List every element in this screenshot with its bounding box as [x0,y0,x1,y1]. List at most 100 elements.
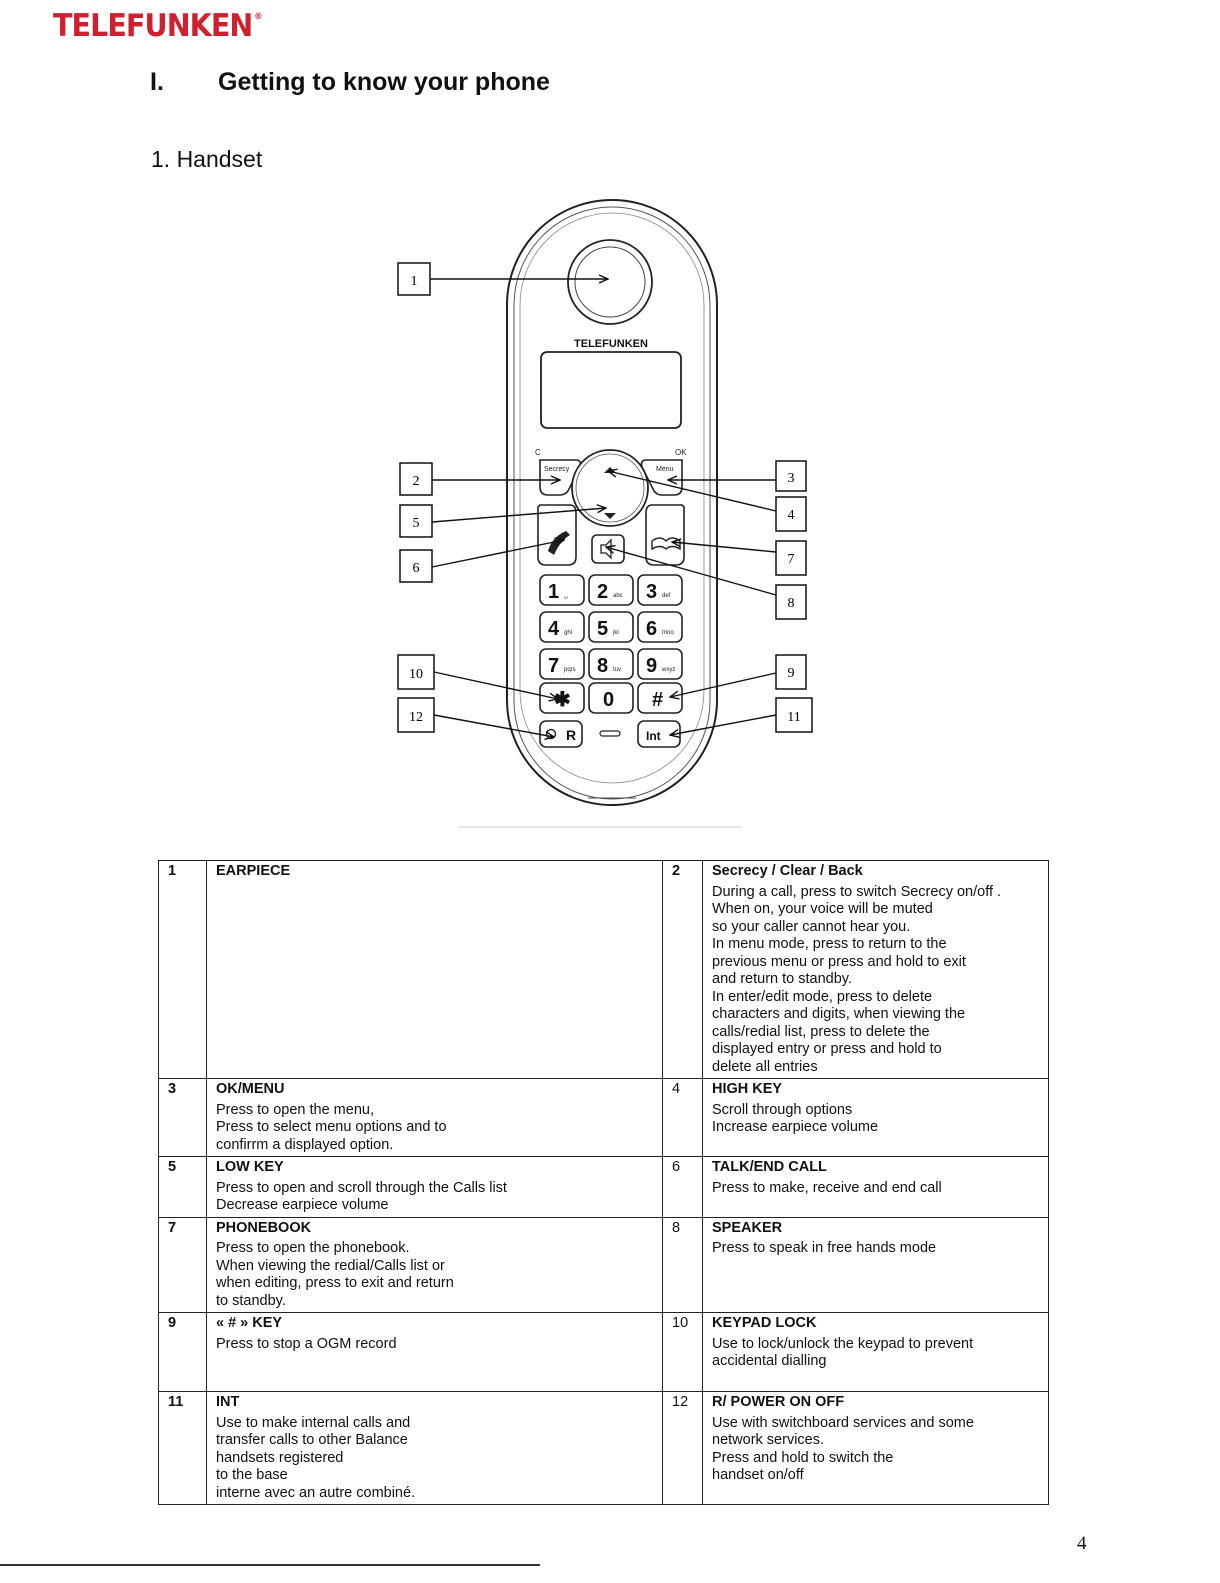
key-description-line: so your caller cannot hear you. [712,918,911,935]
key-title: PHONEBOOK [216,1219,312,1236]
int-key: Int [637,720,681,748]
subsection-heading: 1. Handset [151,146,263,172]
keypad-digit: ✱ [554,689,571,711]
svg-text:8: 8 [788,596,795,611]
key-title: SPEAKER [712,1219,783,1236]
key-description-line: Press to select menu options and to [216,1119,447,1135]
key-number: 10 [662,1312,703,1392]
key-number: 4 [662,1078,703,1157]
key-description-line: Press to open the menu, [216,1101,374,1118]
key-title: TALK/END CALL [712,1159,827,1175]
key-number: 9 [158,1312,207,1392]
keypad-digit: 4 [548,618,560,640]
keypad-letters: tuv [613,667,621,673]
key-number: 5 [158,1156,207,1218]
callout-1: 1 [397,262,608,296]
key-description-line: When on, your voice will be muted [712,901,933,917]
key-description-line: network services. [712,1432,825,1448]
key-description-line: Use to lock/unlock the keypad to prevent [712,1335,974,1352]
key-number: 12 [662,1391,703,1505]
keypad-letters: wxyz [661,667,675,673]
key-description-line: In menu mode, press to return to the [712,936,947,952]
keypad-letters: def [662,593,671,599]
key-title: Secrecy / Clear / Back [712,863,863,879]
section-number: I. [150,68,164,96]
key-title: OK/MENU [216,1081,285,1097]
svg-text:12: 12 [409,710,423,725]
keypad-letters: pqrs [564,667,576,673]
keypad-digit: 7 [548,655,559,677]
key-description-line: to the base [216,1467,288,1483]
keypad-digit: # [652,689,663,711]
label-ok: OK [675,448,687,457]
svg-text:10: 10 [409,667,423,682]
key-description-line: Press to speak in free hands mode [712,1240,937,1256]
svg-text:11: 11 [787,710,800,725]
svg-text:4: 4 [788,508,795,523]
keypad-key: 8 tuv [588,648,634,680]
key-description: SPEAKER Press to speak in free hands mode [702,1216,1049,1313]
key-description-line: Use with switchboard services and some [712,1414,974,1431]
key-description-line: Press to open and scroll through the Cal… [216,1179,507,1196]
svg-text:1: 1 [411,274,418,289]
key-number: 11 [158,1391,207,1505]
keypad-key: 9 wxyz [637,648,683,680]
key-title: LOW KEY [216,1159,284,1175]
key-title: « # » KEY [216,1315,283,1331]
navigation-key [571,449,649,527]
callout-8: 8 [606,547,807,620]
keypad-key: 3 def [637,574,683,606]
table-row: 5 LOW KEY Press to open and scroll through… [158,1156,1049,1218]
keypad-digit: 3 [646,581,657,603]
key-number: 2 [662,860,703,1079]
keypad-key: 0 [588,682,634,714]
callout-6: 6 [399,540,564,583]
keypad-digit: 5 [597,618,608,640]
r-key: R [539,720,583,748]
key-description-line: transfer calls to other Balance [216,1432,408,1448]
key-description-line: handsets registered [216,1449,344,1466]
key-description-line: During a call, press to switch Secrecy o… [712,883,1002,900]
keypad-letters: mno [662,630,674,636]
callout-10: 10 [397,654,558,699]
key-description-line: delete all entries [712,1058,818,1075]
svg-text:3: 3 [788,471,795,486]
footer-rule [0,1564,540,1566]
page-number: 4 [1077,1533,1087,1554]
microphone [599,730,621,737]
key-description-line: displayed entry or press and hold to [712,1041,942,1057]
keypad-digit: 2 [597,581,608,603]
key-number: 1 [158,860,207,1079]
keypad-digit: 1 [548,581,559,603]
keypad-key: # [637,682,683,714]
key-description-line: and return to standby. [712,971,852,987]
keypad-digit: 9 [646,655,657,677]
svg-text:Int: Int [646,729,661,743]
svg-text:Secrecy: Secrecy [544,466,570,473]
talk-key [537,504,577,566]
handset-brand-label: TELEFUNKEN [574,338,648,350]
key-description-line: calls/redial list, press to delete the [712,1023,930,1040]
label-c: C [535,448,541,457]
keypad-key: ✱ [539,682,585,714]
key-title: EARPIECE [216,863,291,879]
keypad-digit: 8 [597,655,608,677]
key-description-line: interne avec an autre combiné. [216,1484,416,1501]
svg-text:Menu: Menu [656,466,674,473]
keypad-letters: ␣ [564,593,568,599]
key-description-line: Press to stop a OGM record [216,1335,397,1352]
section-title: Getting to know your phone [218,68,550,96]
key-title: HIGH KEY [712,1081,783,1097]
